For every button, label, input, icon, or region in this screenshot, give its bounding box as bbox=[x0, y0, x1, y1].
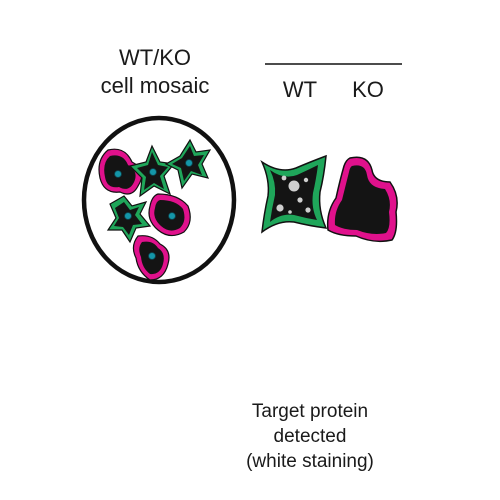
ko-cell-large bbox=[326, 156, 398, 243]
caption-line2: detected bbox=[273, 426, 347, 447]
white-stain-spot bbox=[305, 207, 311, 213]
caption-line3: (white staining) bbox=[246, 451, 374, 472]
mosaic-cells bbox=[98, 138, 212, 281]
white-stain-spot bbox=[281, 175, 287, 181]
white-stain-spot bbox=[297, 197, 303, 203]
ko-label: KO bbox=[352, 77, 384, 102]
caption-line1: Target protein bbox=[251, 401, 369, 422]
mosaic-ko-cell bbox=[132, 235, 170, 281]
wt-label: WT bbox=[282, 77, 318, 102]
mosaic-ko-cell bbox=[148, 193, 191, 237]
mosaic-title: WT/KO cell mosaic bbox=[75, 44, 235, 100]
mosaic-title-line2: cell mosaic bbox=[100, 73, 210, 98]
wt-cell-large bbox=[260, 154, 328, 234]
caption: Target protein detected (white staining) bbox=[210, 399, 410, 474]
white-stain-spot bbox=[276, 204, 284, 212]
white-stain-spot bbox=[288, 210, 292, 214]
mosaic-wt-cell bbox=[106, 195, 152, 244]
white-stain-spot bbox=[288, 180, 300, 192]
mosaic-wt-cell bbox=[164, 138, 212, 190]
ko-cell-body bbox=[334, 165, 390, 234]
white-stain-spot bbox=[303, 177, 309, 183]
mosaic-ko-cell bbox=[98, 148, 143, 195]
mosaic-title-line1: WT/KO bbox=[118, 45, 192, 70]
